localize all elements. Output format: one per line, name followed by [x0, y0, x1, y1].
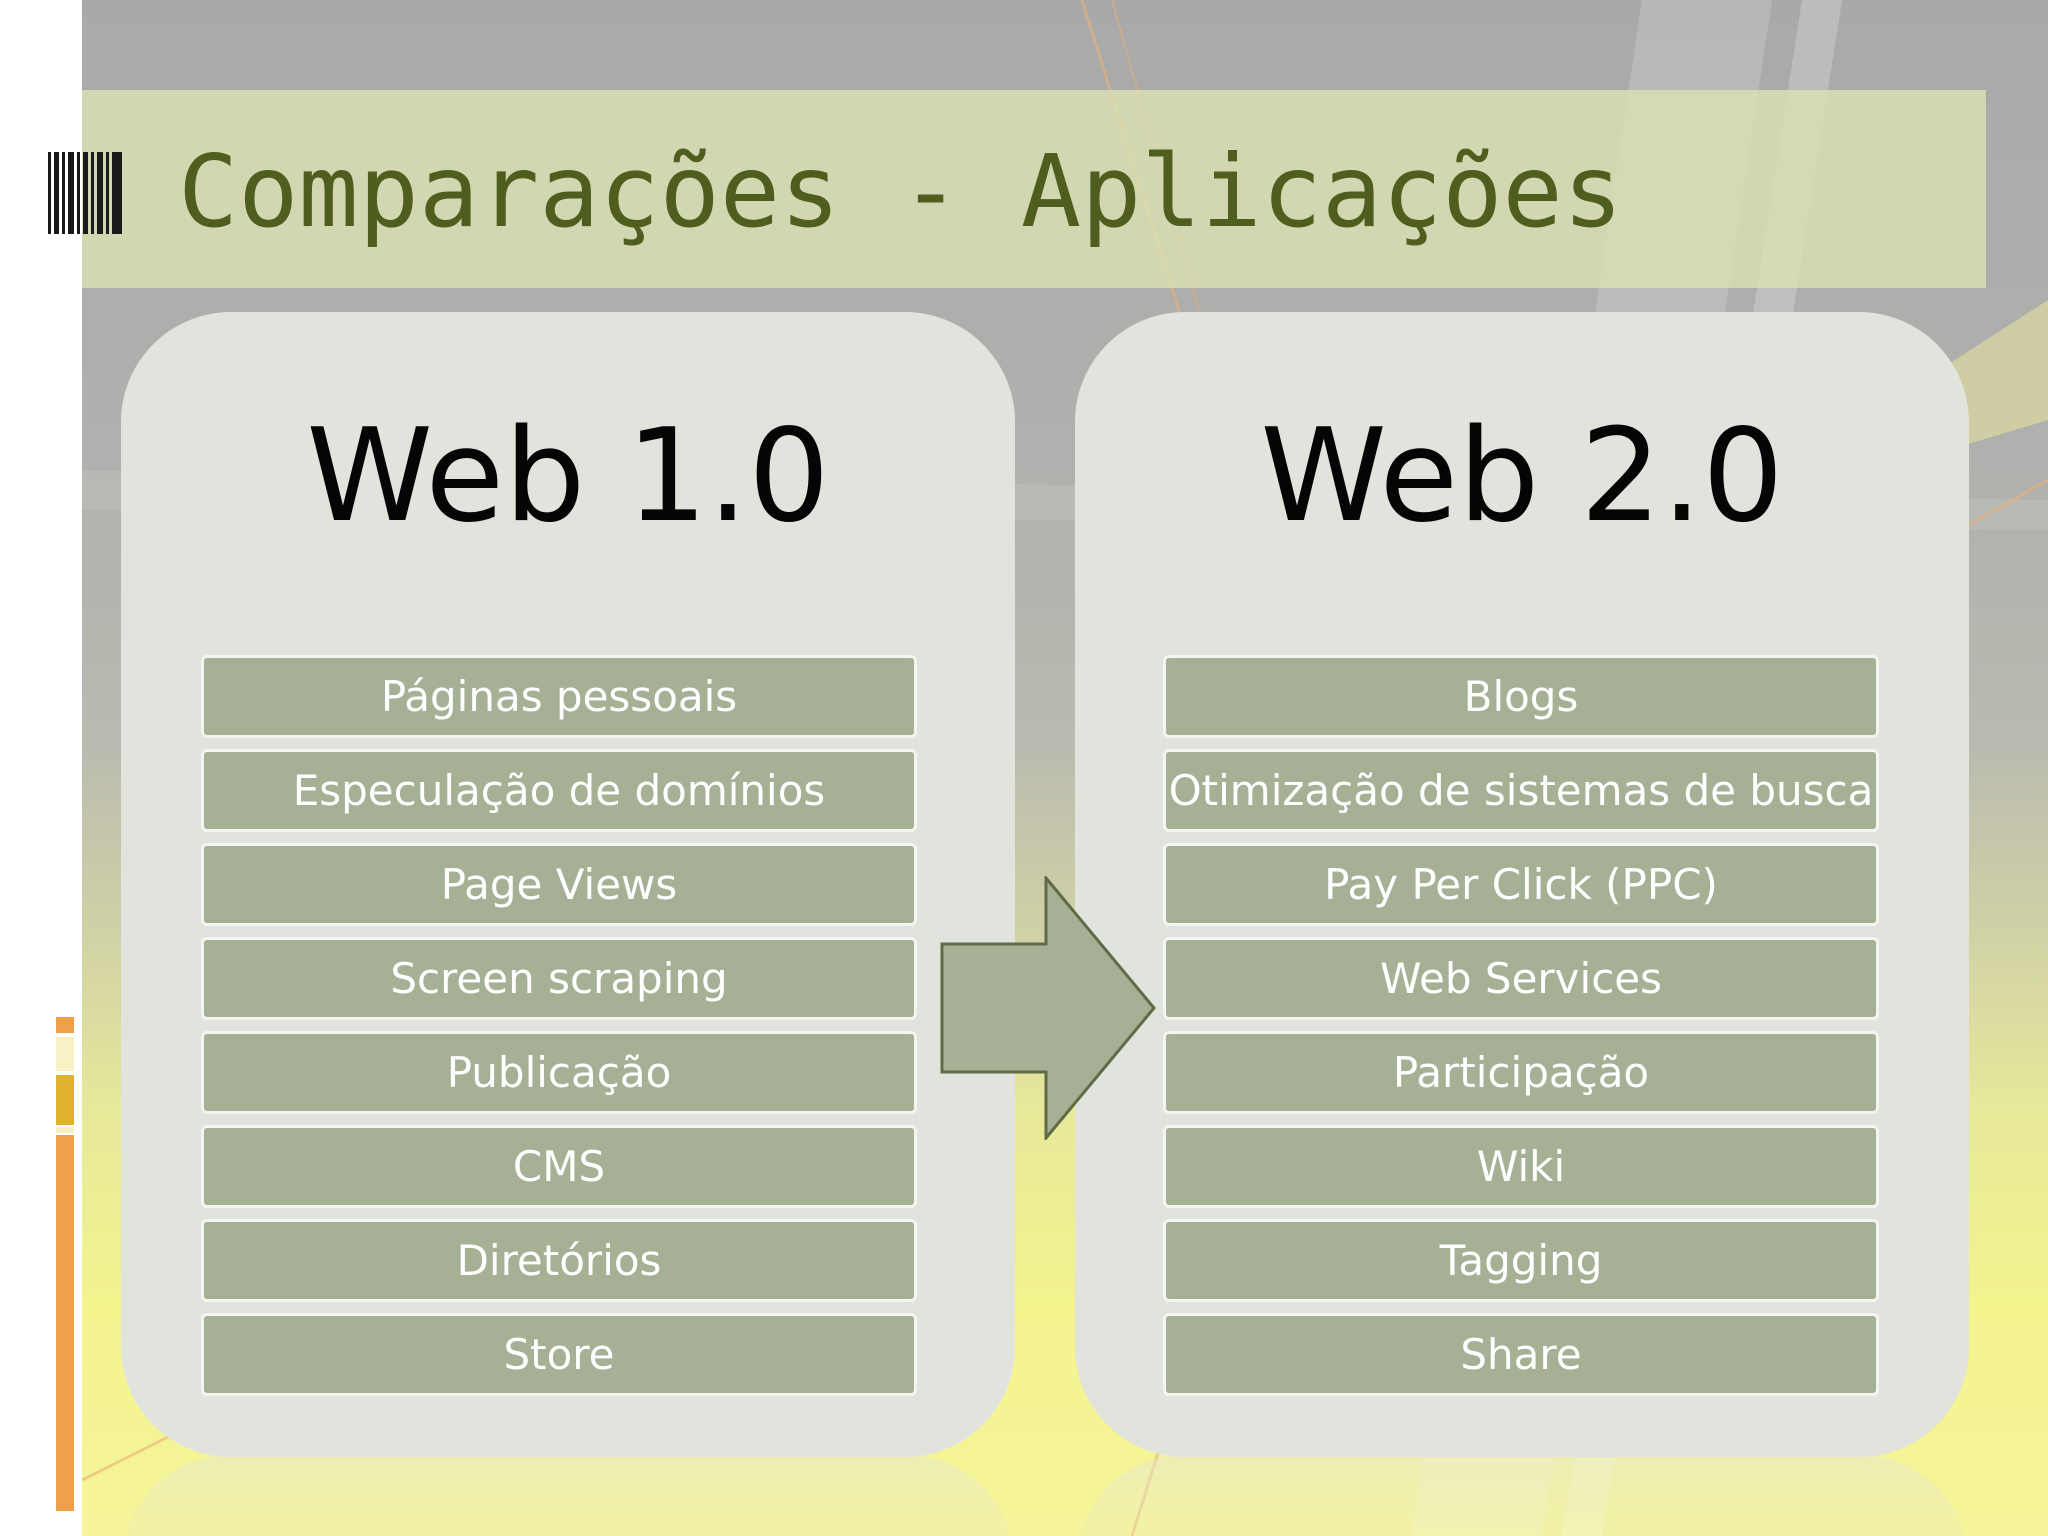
accent-strip-cream	[56, 1037, 74, 1071]
list-item: Page Views	[201, 843, 917, 926]
web1-heading: Web 1.0	[306, 402, 830, 551]
list-item: Share	[1163, 1313, 1879, 1396]
accent-strip-gold	[56, 1075, 74, 1125]
list-item: Wiki	[1163, 1125, 1879, 1208]
list-item: Web Services	[1163, 937, 1879, 1020]
web2-panel: Web 2.0 Blogs Otimização de sistemas de …	[1075, 312, 1969, 1457]
list-item: Blogs	[1163, 655, 1879, 738]
slide-title: Comparações - Aplicações	[178, 133, 1623, 250]
panel-reflection-left	[121, 1455, 1015, 1536]
list-item: Store	[201, 1313, 917, 1396]
list-item: Otimização de sistemas de busca	[1163, 749, 1879, 832]
barcode-stripes-icon	[48, 152, 122, 234]
list-item: CMS	[201, 1125, 917, 1208]
list-item: Publicação	[201, 1031, 917, 1114]
right-arrow-icon	[940, 876, 1156, 1140]
list-item: Páginas pessoais	[201, 655, 917, 738]
list-item: Diretórios	[201, 1219, 917, 1302]
web1-item-list: Páginas pessoais Especulação de domínios…	[201, 655, 917, 1407]
panel-reflection-right	[1075, 1455, 1969, 1536]
web2-item-list: Blogs Otimização de sistemas de busca Pa…	[1163, 655, 1879, 1407]
accent-strip-orange-top	[56, 1017, 74, 1033]
list-item: Screen scraping	[201, 937, 917, 1020]
accent-strip-cream-2	[56, 1127, 74, 1133]
accent-strip-orange	[56, 1135, 74, 1511]
list-item: Pay Per Click (PPC)	[1163, 843, 1879, 926]
web1-panel: Web 1.0 Páginas pessoais Especulação de …	[121, 312, 1015, 1457]
list-item: Tagging	[1163, 1219, 1879, 1302]
list-item: Especulação de domínios	[201, 749, 917, 832]
list-item: Participação	[1163, 1031, 1879, 1114]
title-band	[82, 90, 1986, 288]
web2-heading: Web 2.0	[1260, 402, 1784, 551]
